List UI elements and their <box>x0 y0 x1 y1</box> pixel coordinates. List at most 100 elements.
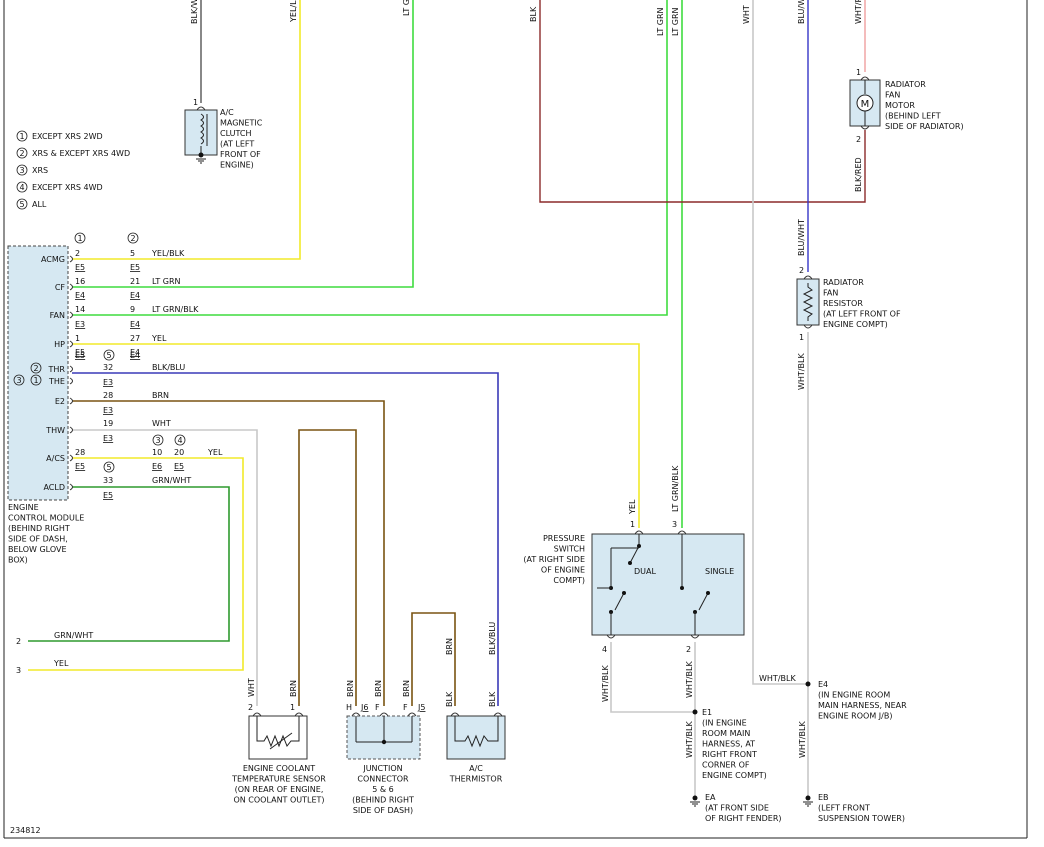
ps-pin3: 3 <box>672 520 677 529</box>
ecm-conn1: E5 <box>75 348 85 357</box>
ecm-the-c2: 28 <box>103 391 113 400</box>
ecm-thw-c3: 20 <box>174 448 184 457</box>
ac-clutch-label-line: MAGNETIC <box>220 119 263 128</box>
ecm-pin-connector <box>69 283 73 291</box>
ps-label-line: (AT RIGHT SIDE <box>523 555 585 564</box>
ecm-e2-c2: 19 <box>103 419 113 428</box>
ecm-pin-name: THE <box>48 377 65 386</box>
fan-resistor-wire-above: BLU/WHT <box>797 219 806 256</box>
ac-clutch-label-line: CLUTCH <box>220 129 252 138</box>
jc-label-line: (BEHIND RIGHT <box>352 796 414 805</box>
e1-label-line: ENGINE COMPT) <box>702 771 767 780</box>
ecm-col-head-1: 1 <box>77 234 82 243</box>
ecm-label-line: ENGINE <box>8 503 39 512</box>
jc-pin-f2: F <box>403 703 408 712</box>
wire-blkblu-thr <box>72 372 499 706</box>
ecm-pin-connector <box>69 255 73 263</box>
legend-num-circle <box>16 181 28 193</box>
ecm-conn1: E5 <box>75 263 85 272</box>
wire-wht-thw <box>72 429 258 706</box>
wire-yel-hp <box>72 343 640 528</box>
ecm-c1: 2 <box>75 249 80 258</box>
ecm-thr-conn-right: E4 <box>130 351 140 360</box>
legend-num-circle <box>16 147 28 159</box>
ecm-thr-c2: 32 <box>103 363 113 372</box>
ecm-acs-circle-circle <box>103 461 115 473</box>
legend-num: 3 <box>19 166 24 175</box>
ecm-thw-c2: 10 <box>152 448 162 457</box>
ecm-pin-name: HP <box>54 340 65 349</box>
ps-pin4: 4 <box>602 645 607 654</box>
ecm-thw-head3: 3 <box>155 436 160 445</box>
ect-label-line: (ON REAR OF ENGINE, <box>235 785 324 794</box>
ecm-thw-conn1: E3 <box>103 434 113 443</box>
ps-dual: DUAL <box>634 567 656 576</box>
ecm-acs-conn2: E6 <box>152 462 162 471</box>
legend-text: XRS & EXCEPT XRS 4WD <box>32 149 130 158</box>
ps-label-line: COMPT) <box>553 576 585 585</box>
wire-wht-e4 <box>752 0 808 685</box>
wire-brn-e2 <box>72 400 385 706</box>
ecm-conn2: E5 <box>130 263 140 272</box>
wire-brn-ect <box>298 429 357 706</box>
fan-motor-pin-top: 1 <box>856 68 861 77</box>
wires <box>28 0 866 796</box>
ecm-label-line: SIDE OF DASH, <box>8 535 68 544</box>
legend-num-circle <box>16 164 28 176</box>
ect-wire1: BRN <box>289 680 298 697</box>
ecm-acs-conn1: E5 <box>75 462 85 471</box>
resistor-icon <box>802 283 814 321</box>
ect-wire2: WHT <box>247 678 256 697</box>
ecm-pin-name: E2 <box>55 397 65 406</box>
therm-box <box>446 715 506 760</box>
ecm-thr-conn1: E5 <box>75 351 85 360</box>
legend-num: 2 <box>19 149 24 158</box>
ecm-conn2: E4 <box>130 320 140 329</box>
ecm-thw-head3-circle <box>152 434 164 446</box>
radiator-fan-resistor: BLU/WHT 2 1 WHT/BLK RADIATORFANRESISTOR(… <box>796 219 901 390</box>
ect-box <box>248 715 308 760</box>
jc-conn-j6: J6 <box>360 703 368 712</box>
wire-label-blk: BLK <box>529 6 538 22</box>
ecm-pin-name: CF <box>55 283 66 292</box>
ecm-conn2: E4 <box>130 348 140 357</box>
left-wire-label: GRN/WHT <box>54 631 93 640</box>
fan-resistor-label-line: FAN <box>823 289 838 298</box>
wire-yelblk <box>72 0 301 260</box>
ecm-c1: 14 <box>75 305 85 314</box>
legend-num: 5 <box>19 200 24 209</box>
ecm-the-prefix-3-circle <box>13 374 25 386</box>
ecm-pin-name: ACLD <box>43 483 65 492</box>
e4-label-line: E4 <box>818 680 828 689</box>
therm-wire-brn: BRN <box>445 638 454 655</box>
ecm-c2: 21 <box>130 277 140 286</box>
ecm-thr-prefix: 2 <box>33 364 38 373</box>
ea-label-line: EA <box>705 793 716 802</box>
e1-label-line: ROOM MAIN <box>702 729 750 738</box>
jc-label-line: SIDE OF DASH) <box>353 806 413 815</box>
ac-clutch-label-line: ENGINE) <box>220 161 254 170</box>
wire-label-ltgrn1: LT GRN <box>656 7 665 36</box>
ecm-thw-head4-circle <box>174 434 186 446</box>
ecm-wire: YEL/BLK <box>151 249 185 258</box>
fan-motor-label-line: MOTOR <box>885 101 915 110</box>
ecm-the-wire: BRN <box>152 391 169 400</box>
fan-resistor-pin-top: 2 <box>799 266 804 275</box>
wire-ltgrnblk-fan <box>72 0 668 316</box>
fan-resistor-label-line: ENGINE COMPT) <box>823 320 888 329</box>
ecm-pin-name: ACMG <box>41 255 65 264</box>
left-wire-label: YEL <box>53 659 69 668</box>
legend-num: 1 <box>19 132 24 141</box>
top-wire-labels: BLK/W YEL/L LT G BLK LT GRN LT GRN WHT B… <box>190 0 863 36</box>
splice-e4 <box>805 681 811 687</box>
ps-pin2: 2 <box>686 645 691 654</box>
ecm-acs-wire: GRN/WHT <box>152 476 191 485</box>
